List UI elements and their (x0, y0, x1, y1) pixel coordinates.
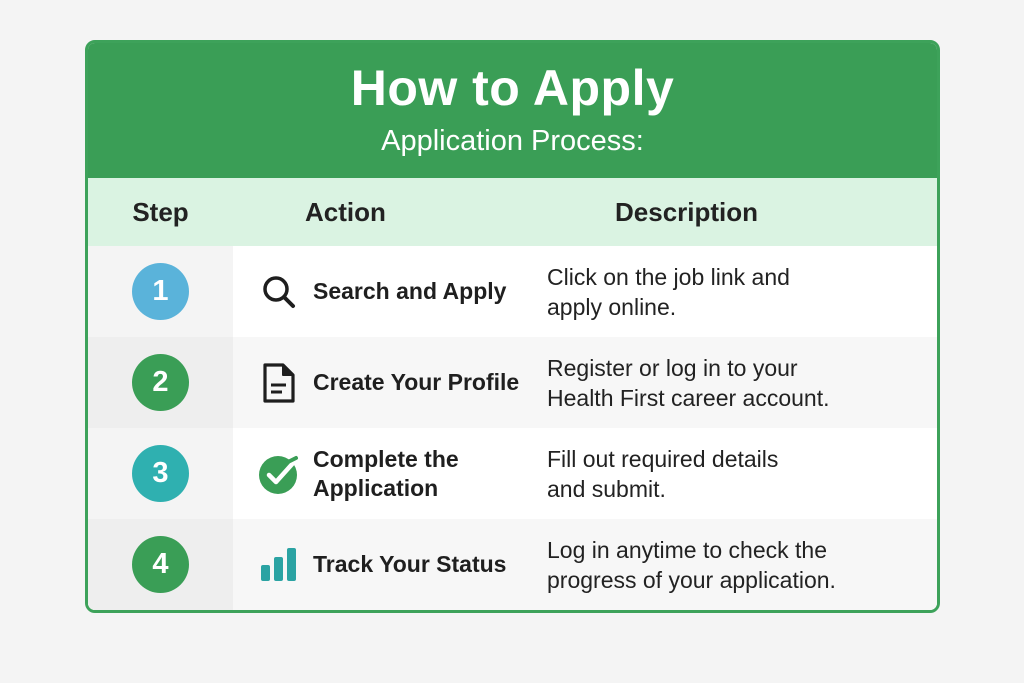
page-subtitle: Application Process: (381, 125, 644, 157)
search-icon (257, 270, 301, 314)
step-number-badge: 4 (132, 536, 189, 593)
action-label: Track Your Status (313, 551, 507, 577)
step-number-badge: 1 (132, 263, 189, 320)
column-header-step: Step (132, 196, 189, 227)
document-icon (257, 361, 301, 405)
description-cell: Fill out required details and submit. (547, 445, 779, 502)
bar-chart-icon (257, 543, 301, 587)
table-row: 1 Search and Apply Click on the job link… (88, 246, 937, 337)
action-label: Complete the Application (313, 445, 459, 501)
step-number-badge: 3 (132, 445, 189, 502)
action-label: Create Your Profile (313, 369, 520, 395)
action-cell: Create Your Profile (233, 337, 545, 428)
action-cell: Search and Apply (233, 246, 545, 337)
step-cell: 1 (88, 246, 233, 337)
action-cell: Complete the Application (233, 428, 545, 519)
how-to-apply-card: How to Apply Application Process: Step A… (85, 40, 940, 613)
header-banner: How to Apply Application Process: (88, 43, 937, 178)
step-cell: 2 (88, 337, 233, 428)
action-label: Search and Apply (313, 278, 507, 304)
description-cell: Click on the job link and apply online. (547, 263, 790, 320)
table-header: Step Action Description (88, 178, 937, 246)
step-cell: 3 (88, 428, 233, 519)
description-cell: Log in anytime to check the progress of … (547, 536, 836, 593)
check-circle-icon (257, 452, 301, 496)
page-title: How to Apply (350, 60, 675, 116)
step-cell: 4 (88, 519, 233, 610)
action-cell: Track Your Status (233, 519, 545, 610)
description-cell: Register or log in to your Health First … (547, 354, 830, 411)
table-row: 4 Track Your Status Log in anytime to ch… (88, 519, 937, 610)
column-header-description: Description (615, 196, 759, 227)
step-number-badge: 2 (132, 354, 189, 411)
table-row: 3 Complete the Application Fill out requ… (88, 428, 937, 519)
table-row: 2 Create Your Profile Register or log in… (88, 337, 937, 428)
column-header-action: Action (305, 196, 386, 227)
